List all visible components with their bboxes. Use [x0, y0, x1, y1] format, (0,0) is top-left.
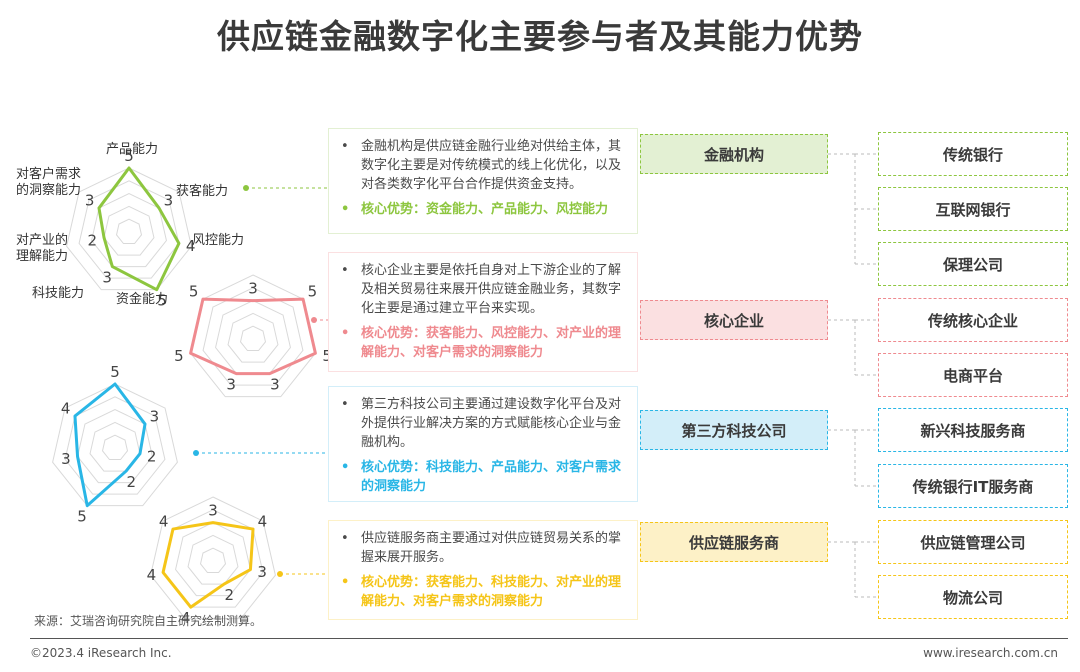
radar-grid-ring [227, 312, 279, 363]
radar-grid-ring [64, 396, 166, 495]
subtype-box: 新兴科技服务商 [878, 408, 1068, 452]
radar-grid-ring [91, 193, 167, 268]
description-box-finance: •金融机构是供应链金融行业绝对供给主体，其数字化主要是对传统模式的线上化优化，以… [328, 128, 638, 234]
radar-label-insight-2: 的洞察能力 [16, 183, 82, 198]
connector-dot [277, 571, 283, 577]
radar-grid-ring [187, 534, 239, 585]
radar-series-line [161, 521, 255, 609]
radar-value-label: 5 [110, 363, 120, 381]
radar-chart-3: 5 3 22 5 3 4 [52, 363, 178, 526]
radar-chart-2: 3 5 5 3 3 5 5 [174, 274, 332, 398]
radar-value-label: 5 [77, 508, 87, 526]
radar-value-label: 3 [226, 375, 236, 393]
radar-label-insight-1: 对客户需求 [16, 167, 82, 182]
footer-divider [30, 638, 1068, 639]
radar-grid-ring [78, 180, 180, 279]
description-text: •供应链服务商主要通过对供应链贸易关系的掌握来展开服务。 [341, 531, 622, 565]
radar-value-label: 4 [159, 513, 169, 531]
subtype-box: 传统银行 [878, 132, 1068, 176]
connector-dot [193, 450, 199, 456]
category-box-finance: 金融机构 [640, 134, 828, 174]
radar-value-label: 2 [225, 586, 235, 604]
radar-grid-ring [215, 300, 291, 375]
radar-grid-ring [239, 325, 267, 352]
radar-value-label: 3 [85, 192, 95, 210]
radar-value-label: 3 [61, 450, 71, 468]
radar-label-product: 产品能力 [106, 142, 159, 157]
radar-value-label: 3 [102, 268, 112, 286]
radar-grid-ring [175, 522, 251, 597]
connector-dot [311, 317, 317, 323]
radar-value-label: 5 [174, 347, 184, 365]
category-box-core: 核心企业 [640, 300, 828, 340]
radar-grid-ring [89, 421, 141, 472]
radar-value-label: 5 [157, 292, 167, 310]
radar-grid-ring [150, 496, 276, 620]
radar-value-label: 3 [270, 375, 280, 393]
radar-chart-4: 3 4 3 2 4 4 4 [147, 496, 276, 627]
radar-grid-ring [101, 434, 129, 461]
radar-value-label: 5 [308, 283, 318, 301]
radar-grid-ring [115, 218, 143, 245]
radar-chart-1: 5 3 4 5 3 2 3 [66, 147, 196, 310]
radar-label-risk: 风控能力 [192, 233, 245, 248]
advantage-text: •核心优势：获客能力、风控能力、对产业的理解能力、对客户需求的洞察能力 [341, 326, 622, 360]
radar-grid-ring [202, 287, 304, 386]
radar-value-label: 4 [258, 513, 268, 531]
radar-value-label: 2 [147, 447, 157, 465]
subtype-box: 传统核心企业 [878, 298, 1068, 342]
subtype-box: 物流公司 [878, 575, 1068, 619]
description-text: •核心企业主要是依托自身对上下游企业的了解及相关贸易往来展开供应链金融业务，其数… [341, 263, 622, 316]
radar-label-capital: 资金能力 [116, 292, 169, 307]
radar-value-label: 3 [208, 502, 218, 520]
advantage-text: •核心优势：资金能力、产品能力、风控能力 [341, 202, 609, 217]
radar-grid-ring [103, 205, 155, 256]
radar-value-label: 3 [164, 192, 174, 210]
radar-grid-ring [199, 547, 227, 574]
radar-value-label: 3 [150, 408, 160, 426]
source-note: 来源：艾瑞咨询研究院自主研究绘制测算。 [34, 614, 263, 628]
subtype-box: 互联网银行 [878, 187, 1068, 231]
radar-label-tech: 科技能力 [32, 286, 85, 301]
category-box-service: 供应链服务商 [640, 522, 828, 562]
radar-series-line [73, 382, 147, 508]
radar-value-label: 4 [147, 566, 157, 584]
subtype-box: 供应链管理公司 [878, 520, 1068, 564]
radar-value-label: 4 [186, 237, 196, 255]
description-text: •第三方科技公司主要通过建设数字化平台及对外提供行业解决方案的方式赋能核心企业与… [341, 397, 622, 450]
radar-grid-ring [66, 167, 192, 291]
radar-value-label: 3 [248, 280, 258, 298]
description-box-service: •供应链服务商主要通过对供应链贸易关系的掌握来展开服务。 •核心优势：获客能力、… [328, 520, 638, 620]
radar-value-label: 5 [322, 347, 332, 365]
subtype-box: 传统银行IT服务商 [878, 464, 1068, 508]
description-box-core: •核心企业主要是依托自身对上下游企业的了解及相关贸易往来展开供应链金融业务，其数… [328, 252, 638, 372]
radar-value-label: 2 [127, 473, 137, 491]
advantage-text: •核心优势：获客能力、科技能力、对产业的理解能力、对客户需求的洞察能力 [341, 575, 622, 609]
advantage-text: •核心优势：科技能力、产品能力、对客户需求的洞察能力 [341, 460, 622, 494]
connector-dot [243, 185, 249, 191]
radar-value-label: 2 [88, 231, 98, 249]
description-box-tech: •第三方科技公司主要通过建设数字化平台及对外提供行业解决方案的方式赋能核心企业与… [328, 386, 638, 502]
subtype-box: 保理公司 [878, 242, 1068, 286]
radar-series-line [189, 297, 317, 376]
page-title: 供应链金融数字化主要参与者及其能力优势 [217, 17, 863, 56]
radar-value-label: 4 [61, 400, 71, 418]
radar-value-label: 5 [189, 283, 199, 301]
radar-label-customer: 获客能力 [176, 184, 229, 199]
radar-series-line [97, 166, 181, 292]
radar-value-label: 3 [257, 563, 267, 581]
description-text: •金融机构是供应链金融行业绝对供给主体，其数字化主要是对传统模式的线上化优化，以… [341, 139, 622, 192]
radar-label-industry-1: 对产业的 [16, 233, 69, 248]
radar-grid-ring [52, 383, 178, 507]
website-url: www.iresearch.com.cn [923, 646, 1058, 660]
subtype-box: 电商平台 [878, 353, 1068, 397]
radar-value-label: 4 [181, 609, 191, 627]
category-box-tech: 第三方科技公司 [640, 410, 828, 450]
radar-label-industry-2: 理解能力 [16, 249, 69, 264]
copyright: ©2023.4 iResearch Inc. [30, 646, 172, 660]
radar-value-label: 5 [124, 147, 134, 165]
